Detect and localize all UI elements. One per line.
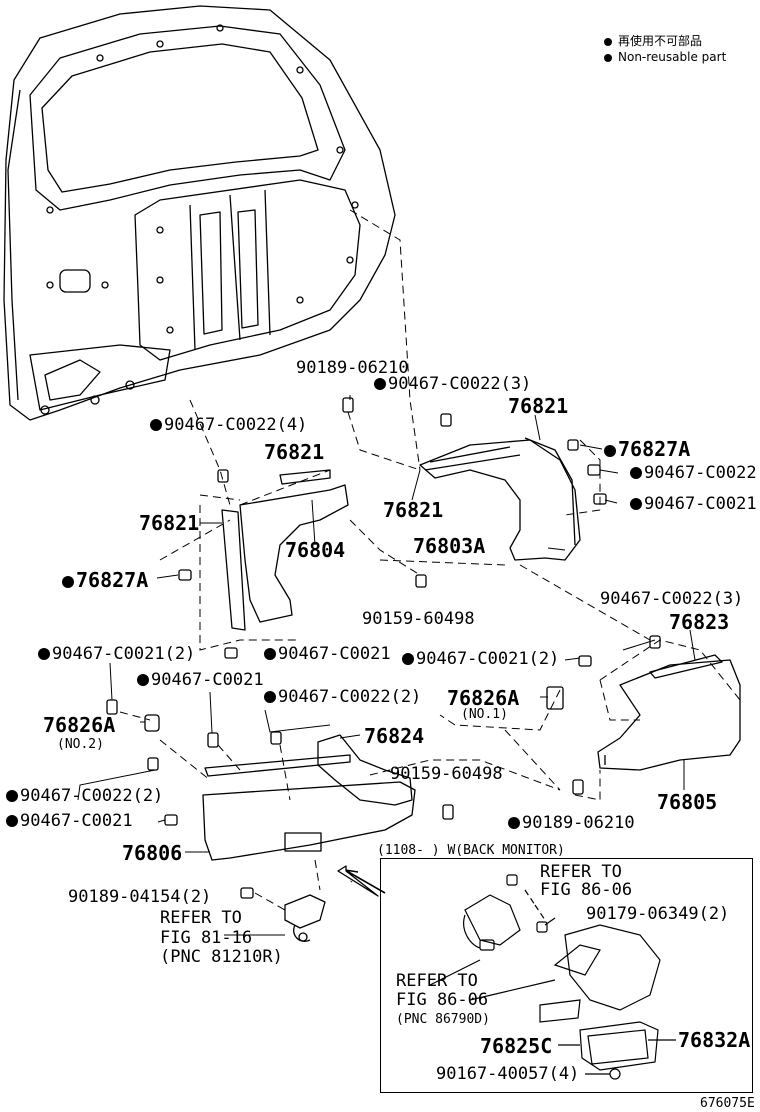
label-76832a[interactable]: 76832A xyxy=(678,1028,751,1052)
label-76821-left[interactable]: 76821 xyxy=(139,511,200,535)
label-90467-c0021-left2[interactable]: 90467-C0021 xyxy=(137,672,264,689)
non-reusable-dot-icon xyxy=(604,38,612,46)
non-reusable-dot-icon xyxy=(62,576,74,588)
insertion-arrow xyxy=(344,869,386,894)
label-76821-mid[interactable]: 76821 xyxy=(264,440,325,464)
label-90189-04154-2[interactable]: 90189-04154(2) xyxy=(68,887,212,907)
label-no2: (NO.2) xyxy=(57,737,104,752)
label-76826a-no1[interactable]: 76826A xyxy=(447,686,520,710)
non-reusable-dot-icon xyxy=(264,648,276,660)
part-76804 xyxy=(221,469,349,631)
part-76805 xyxy=(597,654,741,771)
label-fig-81-16[interactable]: FIG 81-16 xyxy=(160,928,253,948)
label-90467-c0021-2-left[interactable]: 90467-C0021(2) xyxy=(38,646,195,663)
label-90467-c0022-2[interactable]: 90467-C0022(2) xyxy=(264,689,421,706)
non-reusable-dot-icon xyxy=(6,790,18,802)
label-refer-to-1: REFER TO xyxy=(160,908,242,928)
label-76826a-no2[interactable]: 76826A xyxy=(43,713,116,737)
label-76824[interactable]: 76824 xyxy=(364,724,425,748)
label-76806[interactable]: 76806 xyxy=(122,841,183,865)
non-reusable-dot-icon xyxy=(630,467,642,479)
non-reusable-dot-icon xyxy=(402,653,414,665)
label-90467-c0022-right[interactable]: 90467-C0022 xyxy=(630,465,757,482)
non-reusable-dot-icon xyxy=(150,419,162,431)
part-76803a xyxy=(419,437,581,561)
non-reusable-dot-icon xyxy=(38,648,50,660)
back-door-panel xyxy=(3,5,396,421)
label-76825c[interactable]: 76825C xyxy=(480,1034,553,1058)
non-reusable-dot-icon xyxy=(137,674,149,686)
label-fig-86-06-a[interactable]: FIG 86-06 xyxy=(540,880,633,900)
non-reusable-dot-icon xyxy=(264,691,276,703)
label-90159-60498-low[interactable]: 90159-60498 xyxy=(390,764,503,784)
clip-fasteners xyxy=(106,397,661,899)
non-reusable-dot-icon xyxy=(630,498,642,510)
label-76821-right[interactable]: 76821 xyxy=(508,394,569,418)
label-90467-c0022-4[interactable]: 90467-C0022(4) xyxy=(150,417,307,434)
label-90189-06210-top[interactable]: 90189-06210 xyxy=(296,358,409,378)
non-reusable-dot-icon xyxy=(508,817,520,829)
label-76821-center[interactable]: 76821 xyxy=(383,498,444,522)
inset-drawing xyxy=(429,874,676,1080)
part-76806 xyxy=(202,754,416,861)
label-90467-c0021-right[interactable]: 90467-C0021 xyxy=(630,496,757,513)
label-no1: (NO.1) xyxy=(461,707,508,722)
inset-title: (1108- ) W(BACK MONITOR) xyxy=(375,843,567,858)
label-90159-60498-mid[interactable]: 90159-60498 xyxy=(362,609,475,629)
label-90467-c0021-left3[interactable]: 90467-C0021 xyxy=(6,813,133,830)
legend-text-jp: 再使用不可部品 xyxy=(618,34,703,48)
dashed-leaders xyxy=(119,209,741,911)
label-refer-to-2: REFER TO xyxy=(540,862,622,882)
part-76824 xyxy=(317,734,413,806)
non-reusable-dot-icon xyxy=(604,54,612,62)
legend-text-en: Non-reusable part xyxy=(618,50,727,64)
label-76805[interactable]: 76805 xyxy=(657,790,718,814)
label-90179-06349-2[interactable]: 90179-06349(2) xyxy=(586,904,730,924)
legend: 再使用不可部品 Non-reusable part xyxy=(604,33,726,65)
label-90467-c0021-2-right[interactable]: 90467-C0021(2) xyxy=(402,651,559,668)
label-90467-c0021-mid[interactable]: 90467-C0021 xyxy=(264,646,391,663)
label-pnc-86790d: (PNC 86790D) xyxy=(396,1012,490,1027)
legend-row-jp: 再使用不可部品 xyxy=(604,33,726,49)
non-reusable-dot-icon xyxy=(6,815,18,827)
label-90467-c0022-2-left[interactable]: 90467-C0022(2) xyxy=(6,788,163,805)
label-76804[interactable]: 76804 xyxy=(285,538,346,562)
label-refer-to-3: REFER TO xyxy=(396,971,478,991)
label-pnc-81210r: (PNC 81210R) xyxy=(160,947,283,967)
label-76827a-right[interactable]: 76827A xyxy=(604,439,690,459)
label-90467-c0022-3-low[interactable]: 90467-C0022(3) xyxy=(600,589,744,609)
label-76823[interactable]: 76823 xyxy=(669,610,730,634)
label-76827a-left[interactable]: 76827A xyxy=(62,570,148,590)
diagram-id: 676075E xyxy=(700,1096,755,1111)
back-monitor-inset: (1108- ) W(BACK MONITOR) xyxy=(375,844,753,1093)
label-76803a[interactable]: 76803A xyxy=(413,534,486,558)
solid-leaders xyxy=(77,395,696,936)
label-90467-c0022-3-top[interactable]: 90467-C0022(3) xyxy=(374,376,531,393)
label-90189-06210-low[interactable]: 90189-06210 xyxy=(508,815,635,832)
label-90167-40057-4[interactable]: 90167-40057(4) xyxy=(436,1064,580,1084)
legend-row-en: Non-reusable part xyxy=(604,49,726,65)
part-camera-connector xyxy=(284,894,326,942)
label-fig-86-06-b[interactable]: FIG 86-06 xyxy=(396,990,489,1010)
non-reusable-dot-icon xyxy=(374,378,386,390)
non-reusable-dot-icon xyxy=(604,445,616,457)
